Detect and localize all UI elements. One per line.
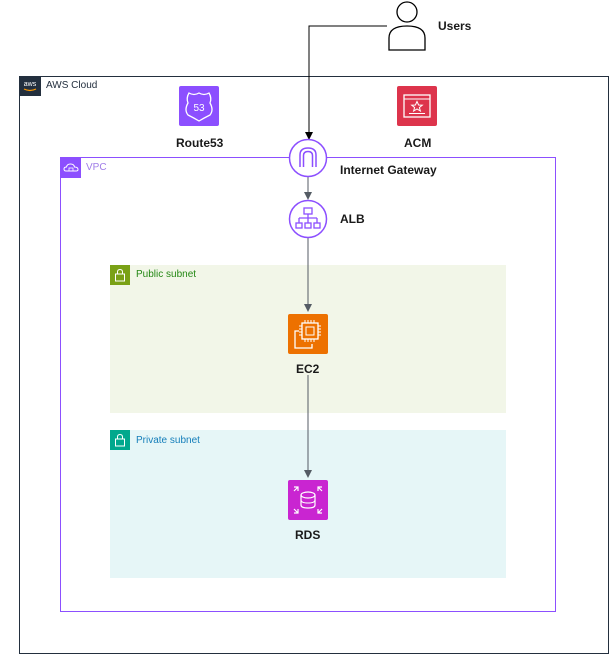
- alb-label: ALB: [340, 212, 365, 226]
- vpc-icon: [61, 158, 81, 178]
- users-label: Users: [438, 19, 472, 33]
- svg-text:aws: aws: [24, 81, 37, 88]
- internet-gateway-icon: [288, 138, 328, 178]
- private-subnet-lock-icon: [110, 430, 130, 450]
- route53-icon: 53: [179, 86, 219, 126]
- private-subnet-label: Private subnet: [136, 435, 200, 446]
- vpc-label: VPC: [86, 162, 107, 173]
- rds-icon: [288, 480, 328, 520]
- alb-icon: [288, 199, 328, 239]
- acm-icon: [397, 86, 437, 126]
- route53-label: Route53: [176, 136, 224, 150]
- public-subnet-lock-icon: [110, 265, 130, 285]
- rds-label: RDS: [295, 528, 321, 542]
- internet-gateway-label: Internet Gateway: [340, 163, 437, 177]
- aws-cloud-label: AWS Cloud: [46, 80, 98, 91]
- aws-logo-icon: aws: [19, 76, 41, 96]
- users-to-igw-arrow: [305, 25, 387, 140]
- acm-label: ACM: [404, 136, 432, 150]
- public-subnet-label: Public subnet: [136, 269, 197, 280]
- aws-cloud-group: [19, 76, 609, 654]
- svg-text:53: 53: [193, 103, 205, 114]
- users-icon: [387, 0, 427, 52]
- ec2-icon: [288, 314, 328, 354]
- ec2-label: EC2: [296, 362, 320, 376]
